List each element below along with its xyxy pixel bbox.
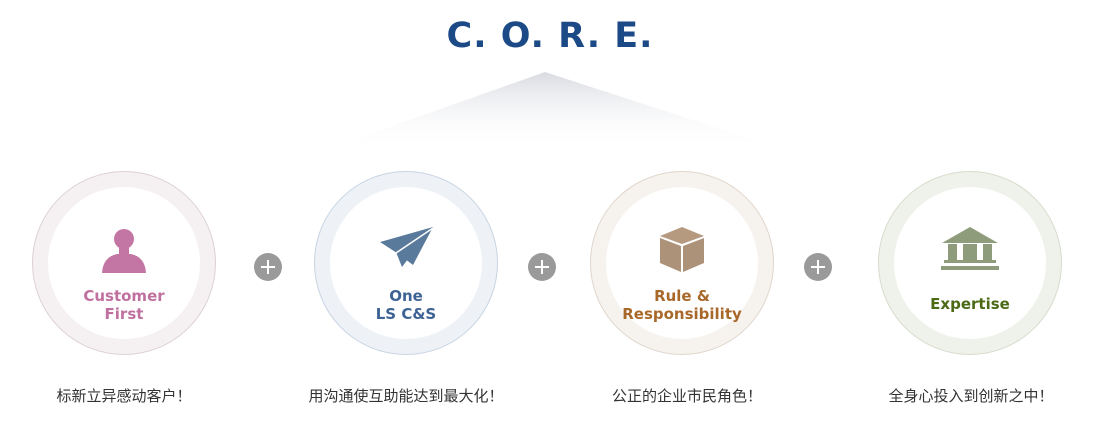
plus-icon [528,253,556,281]
person-icon [48,227,200,277]
value-rule-responsibility: Rule &Responsibility [590,171,774,355]
value-caption: 公正的企业市民角色！ [611,387,762,405]
value-expertise: Expertise [878,171,1062,355]
value-label: One [389,287,423,305]
spotlight-triangle [325,72,785,150]
value-caption: 全身心投入到创新之中！ [888,387,1054,405]
value-label: Responsibility [622,305,742,323]
value-caption: 用沟通使互助能达到最大化！ [308,387,504,405]
value-label: LS C&S [375,305,437,323]
value-label: First [104,305,144,323]
value-label: Expertise [930,295,1010,313]
value-caption: 标新立异感动客户！ [56,387,192,405]
value-label: Customer [83,287,165,305]
value-label: Rule & [654,287,710,305]
paper-plane-icon [330,227,482,277]
plus-icon [804,253,832,281]
page-title: C. O. R. E. [446,16,654,56]
plus-icon [254,253,282,281]
bank-icon [894,227,1046,277]
box-icon [606,227,758,277]
